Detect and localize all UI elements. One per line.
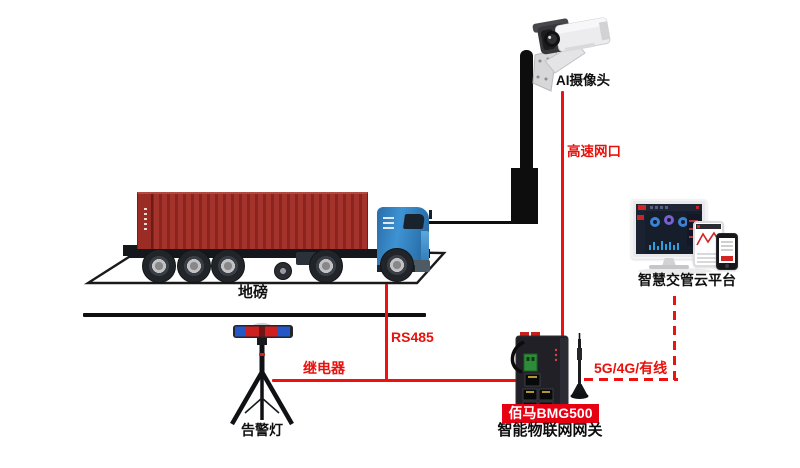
truck-chassis bbox=[128, 249, 430, 258]
link-relay-label: 继电器 bbox=[303, 360, 345, 376]
warning-light-label: 告警灯 bbox=[241, 422, 283, 438]
link-rs485-line bbox=[385, 284, 388, 382]
truck-wheel bbox=[142, 249, 176, 283]
truck-wheel bbox=[177, 249, 211, 283]
monitor-stand bbox=[662, 258, 676, 266]
link-camera-gateway-label: 高速网口 bbox=[567, 144, 621, 159]
truck-container bbox=[137, 192, 368, 251]
phone-icon bbox=[716, 233, 738, 270]
antenna-icon bbox=[570, 333, 589, 399]
link-5g-label: 5G/4G/有线 bbox=[594, 360, 668, 376]
camera-truck-line bbox=[427, 221, 515, 224]
ground-line bbox=[83, 313, 426, 317]
link-relay-line bbox=[272, 379, 542, 382]
truck-wheel bbox=[309, 249, 343, 283]
warning-light-icon bbox=[230, 323, 294, 426]
link-5g-line-horizontal bbox=[584, 378, 678, 381]
link-5g-line-vertical bbox=[673, 296, 676, 381]
link-rs485-label: RS485 bbox=[391, 329, 434, 345]
truck-support-wheel bbox=[274, 262, 292, 280]
truck-wheel bbox=[211, 249, 245, 283]
gateway-label: 智能物联网网关 bbox=[497, 422, 603, 439]
cloud-platform-label: 智慧交管云平台 bbox=[638, 272, 736, 288]
truck-wheel bbox=[380, 248, 414, 282]
gateway-model-badge: 佰马BMG500 bbox=[502, 404, 599, 423]
ai-camera-icon bbox=[532, 17, 611, 92]
camera-pole-base bbox=[511, 168, 538, 224]
weighbridge-label: 地磅 bbox=[237, 284, 268, 301]
camera-pole bbox=[520, 50, 533, 172]
device-shadow bbox=[638, 268, 712, 274]
monitor-base bbox=[649, 265, 689, 269]
camera-label: AI摄像头 bbox=[556, 73, 610, 88]
link-camera-gateway-line bbox=[561, 91, 564, 338]
